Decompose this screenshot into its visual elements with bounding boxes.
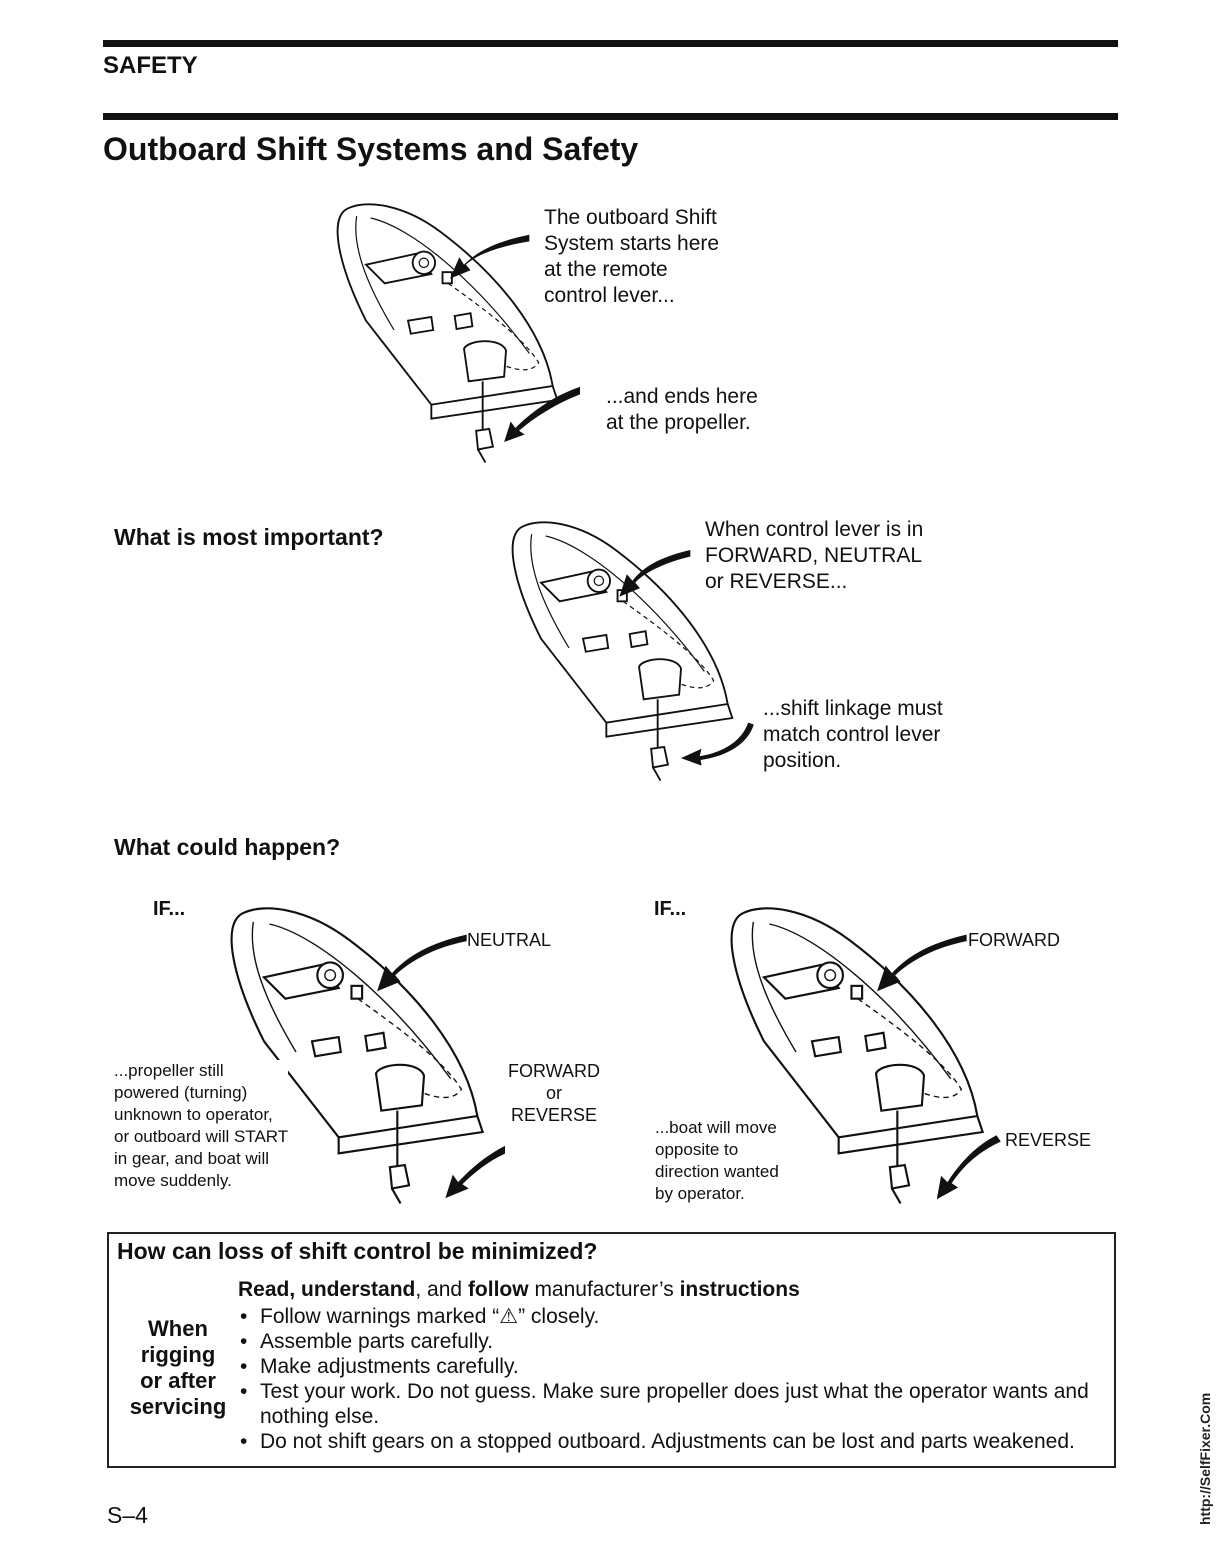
arrow-to-control-lever bbox=[877, 934, 967, 992]
lead-read: Read, bbox=[238, 1278, 296, 1301]
arrow-to-control-lever bbox=[450, 234, 530, 279]
if-label-left: IF... bbox=[153, 898, 186, 920]
list-item: Follow warnings marked “⚠” closely. bbox=[238, 1304, 1108, 1329]
arrow-to-propeller bbox=[504, 386, 580, 442]
lead-follow: follow bbox=[467, 1278, 529, 1301]
neutral-lever-label: NEUTRAL bbox=[467, 930, 552, 950]
minimize-heading: How can loss of shift control be minimiz… bbox=[117, 1238, 598, 1264]
list-item: Test your work. Do not guess. Make sure … bbox=[238, 1379, 1108, 1429]
lead-understand: understand bbox=[301, 1278, 416, 1301]
boat-illustration-important bbox=[511, 521, 754, 782]
page-title: Outboard Shift Systems and Safety bbox=[103, 131, 639, 167]
section-label: SAFETY bbox=[103, 52, 198, 79]
minimize-box: How can loss of shift control be minimiz… bbox=[107, 1232, 1116, 1468]
lead-and: , and bbox=[415, 1278, 463, 1301]
page-number: S–4 bbox=[107, 1502, 148, 1528]
instructions-lead: Read, understand, and follow manufacture… bbox=[238, 1278, 800, 1302]
top-rule bbox=[103, 40, 1118, 47]
forward-lever-label: FORWARD bbox=[968, 930, 1060, 950]
lead-instructions: instructions bbox=[679, 1278, 800, 1301]
neutral-result-text: ...propeller still powered (turning) unk… bbox=[114, 1060, 289, 1192]
boat-illustration-overview bbox=[336, 203, 580, 464]
arrow-to-control-lever bbox=[619, 550, 691, 597]
list-item: Do not shift gears on a stopped outboard… bbox=[238, 1429, 1108, 1454]
boat-illustration-forward bbox=[730, 907, 1001, 1205]
arrow-to-linkage bbox=[681, 722, 754, 766]
instructions-list: Follow warnings marked “⚠” closely. Asse… bbox=[238, 1304, 1108, 1454]
happen-question: What could happen? bbox=[114, 834, 341, 860]
boat-illustration-neutral bbox=[230, 907, 505, 1205]
arrow-to-linkage bbox=[445, 1145, 505, 1199]
list-item: Assemble parts carefully. bbox=[238, 1329, 1108, 1354]
arrow-to-control-lever bbox=[377, 934, 467, 992]
if-label-right: IF... bbox=[654, 898, 687, 920]
forward-result-text: ...boat will move opposite to direction … bbox=[655, 1118, 779, 1203]
list-item: Make adjustments carefully. bbox=[238, 1354, 1108, 1379]
when-label: When rigging or after servicing bbox=[129, 1316, 227, 1419]
important-caption-bottom: ...shift linkage must match control leve… bbox=[763, 697, 943, 772]
overview-caption-bottom: ...and ends here at the propeller. bbox=[606, 385, 758, 434]
important-question: What is most important? bbox=[114, 524, 384, 550]
overview-caption-top: The outboard Shift System starts here at… bbox=[544, 206, 720, 307]
forward-linkage-label: REVERSE bbox=[1005, 1130, 1092, 1150]
arrow-to-linkage bbox=[936, 1135, 1001, 1200]
neutral-linkage-label: FORWARD or REVERSE bbox=[508, 1061, 600, 1125]
title-rule bbox=[103, 113, 1118, 120]
watermark-text: http://SelfFixer.Com bbox=[1197, 1392, 1213, 1525]
important-caption-top: When control lever is in FORWARD, NEUTRA… bbox=[705, 518, 924, 593]
lead-manufacturers: manufacturer’s bbox=[534, 1278, 674, 1301]
